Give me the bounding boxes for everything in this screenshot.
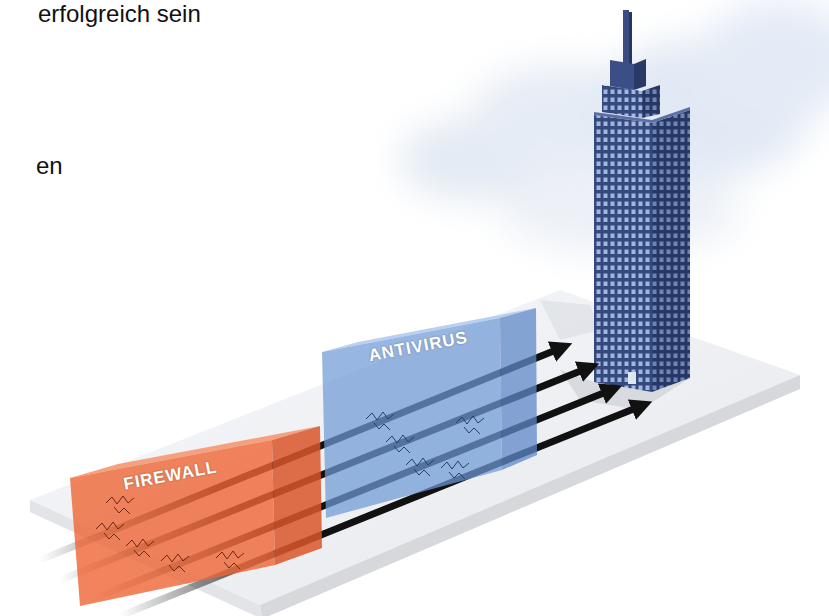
crack xyxy=(126,539,154,557)
wall-face xyxy=(272,426,322,565)
wall-block: ANTIVIRUS xyxy=(315,300,545,525)
crack xyxy=(161,554,189,572)
crack xyxy=(386,435,414,453)
slide-text: erfolgreich sein xyxy=(38,0,201,29)
crack xyxy=(216,551,244,569)
crack xyxy=(366,412,394,430)
crack xyxy=(106,496,134,514)
wall-shape xyxy=(60,395,335,616)
crack xyxy=(441,461,469,479)
wall-face xyxy=(70,440,275,606)
wall-face xyxy=(500,308,537,470)
wall-face xyxy=(322,318,502,518)
skyscraper xyxy=(594,10,690,392)
crack xyxy=(406,458,434,476)
wall-block: FIREWALL xyxy=(60,395,335,616)
crack xyxy=(96,522,124,540)
crack xyxy=(456,416,484,434)
wall-shape xyxy=(315,300,545,525)
wall-shadow xyxy=(540,300,600,340)
slide-text: en xyxy=(36,152,63,181)
